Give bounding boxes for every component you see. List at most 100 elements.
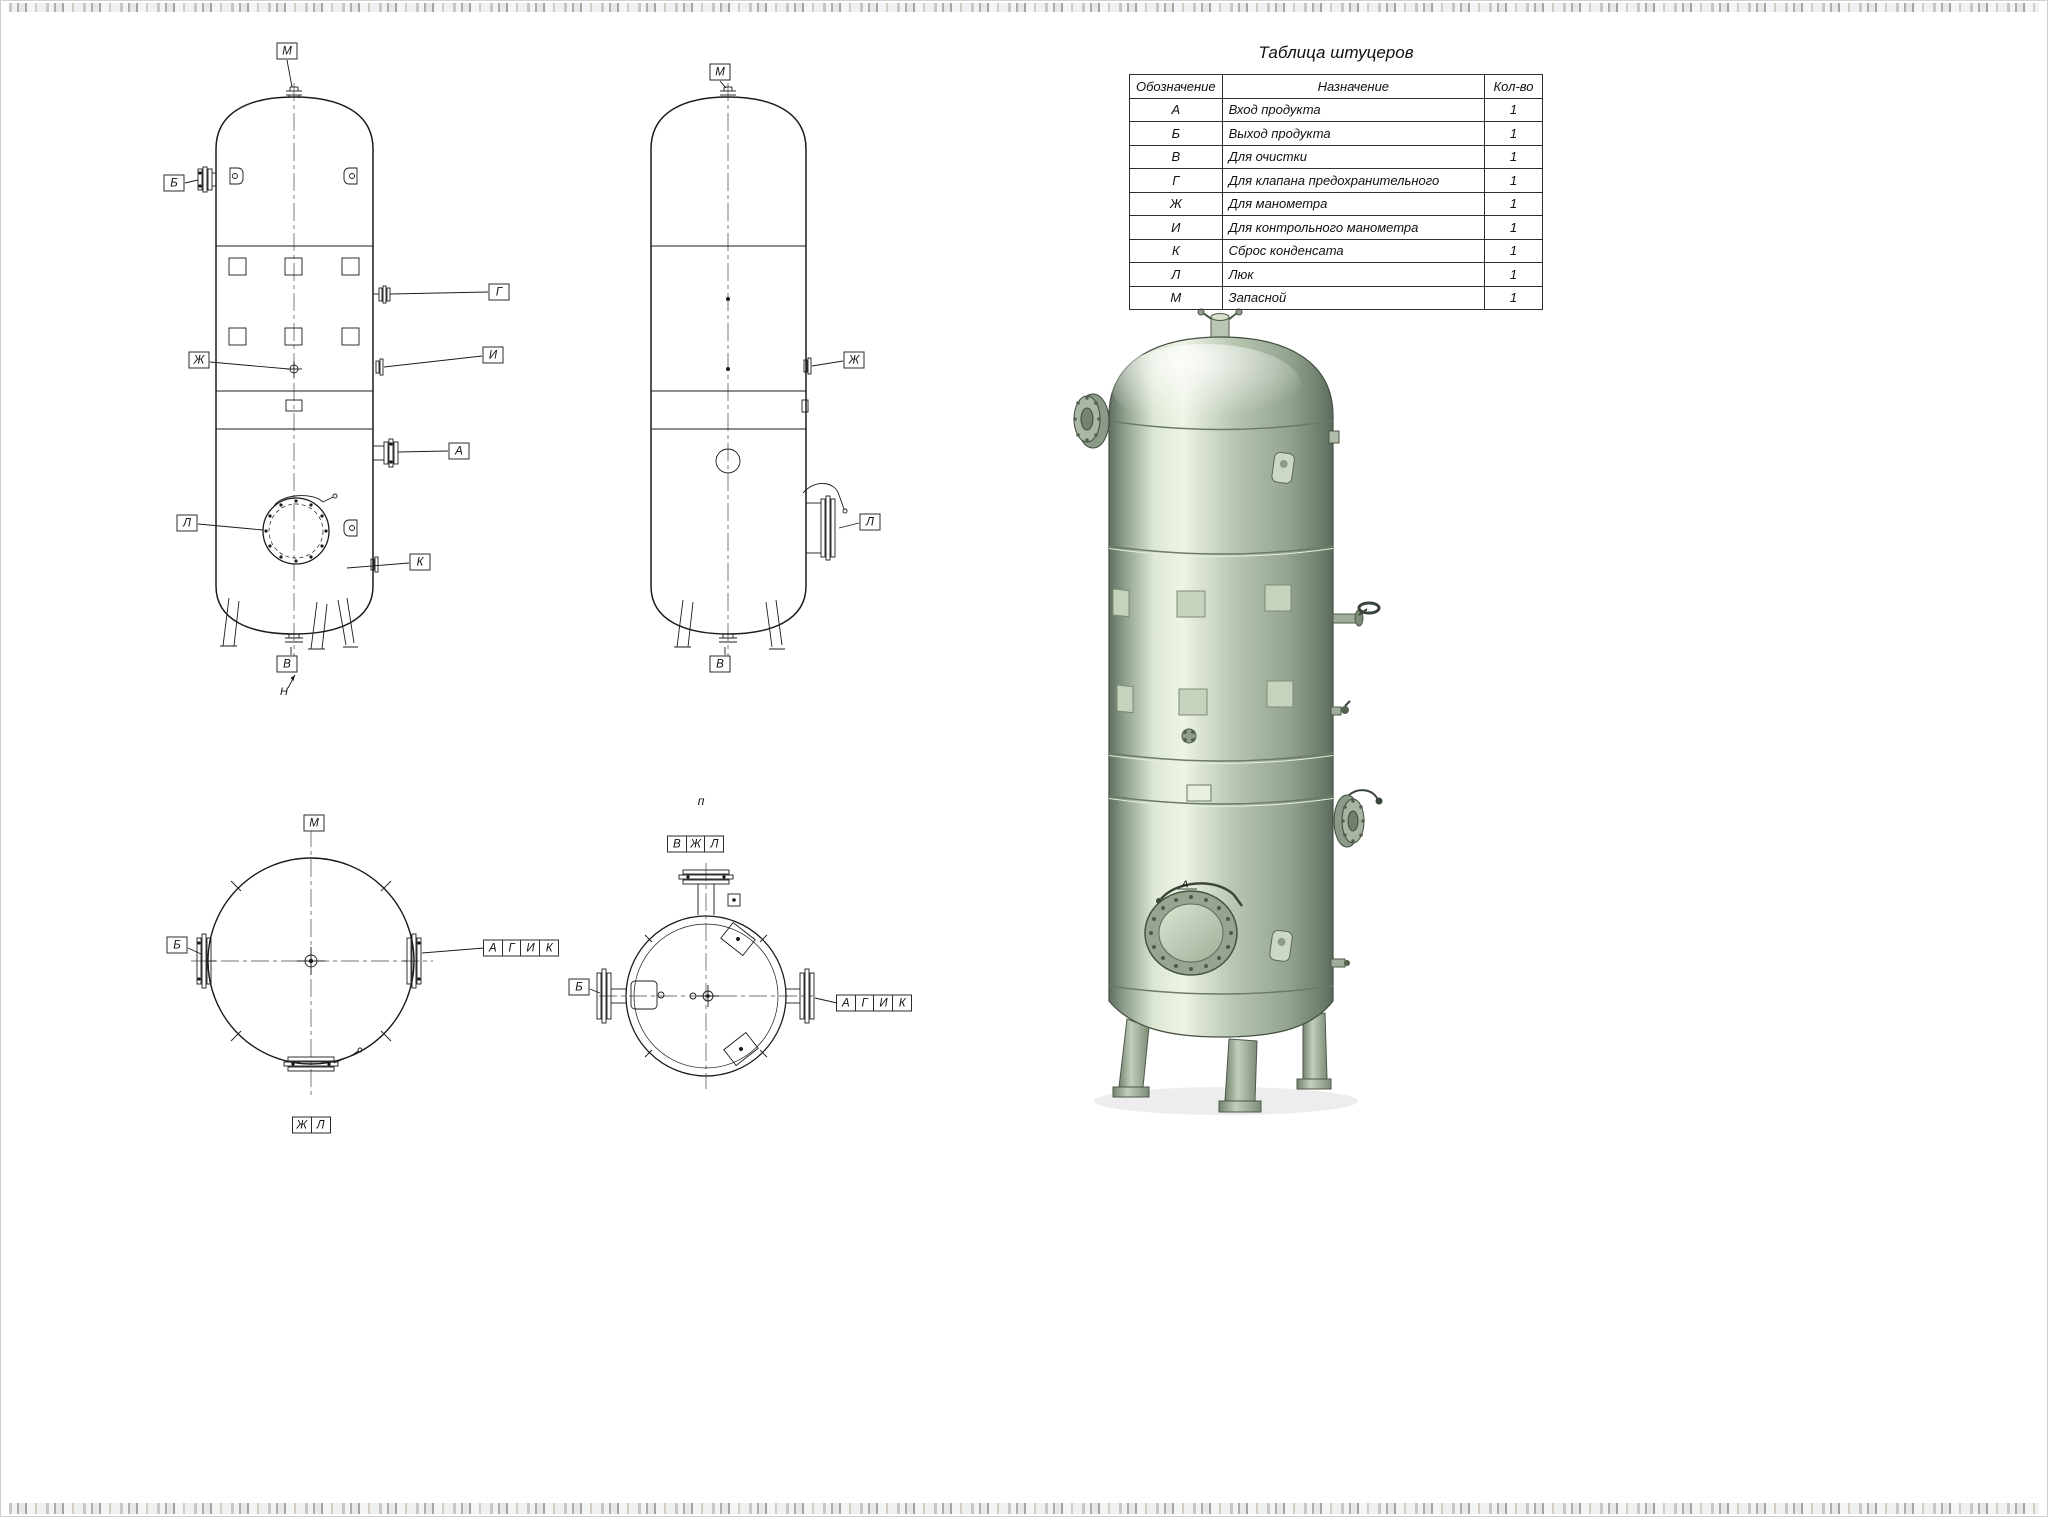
table-row: Б Выход продукта 1 <box>1129 121 1543 146</box>
flange-b-plan-bottom <box>589 968 627 1024</box>
callout-plan-top-a: А <box>482 939 503 957</box>
callout-front-b: Б <box>163 174 185 192</box>
gauge-fitting-3d <box>1181 728 1197 744</box>
cell-qty: 1 <box>1484 121 1543 146</box>
flange-agik-plan-top <box>403 933 485 989</box>
center-nozzle-plan-top <box>297 947 325 975</box>
callout-plan-top-m: М <box>303 814 325 832</box>
manhole-3d <box>1144 882 1244 976</box>
cell-purpose: Для контрольного манометра <box>1221 215 1486 240</box>
fitting-k-front <box>346 556 410 573</box>
scan-artifact-strip-top <box>9 3 2039 12</box>
cell-designation: Л <box>1129 262 1223 287</box>
table-row: В Для очистки 1 <box>1129 144 1543 169</box>
cell-designation: К <box>1129 238 1223 263</box>
callout-plan-bottom-g: Г <box>854 994 875 1012</box>
callout-side-zh: Ж <box>843 351 865 369</box>
cell-purpose: Люк <box>1221 262 1486 287</box>
callout-plan-bottom-i: И <box>873 994 894 1012</box>
height-mark-label: Н <box>280 686 288 698</box>
flange-zhl-plan-top <box>283 1047 363 1072</box>
nozzle-b-front <box>197 166 216 193</box>
fitting-zh-front <box>209 361 302 377</box>
callout-group-plan-top-agik: А Г И К <box>482 939 560 957</box>
table-row: Г Для клапана предохранительного 1 <box>1129 168 1543 193</box>
front-view-legs <box>220 597 358 650</box>
cell-qty: 1 <box>1484 215 1543 240</box>
side-valve-3d <box>1332 601 1381 627</box>
callout-plan-top-i: И <box>520 939 541 957</box>
nameplate-bracket <box>285 399 303 412</box>
table-row: Л Люк 1 <box>1129 262 1543 287</box>
callout-plan-bottom-a: А <box>835 994 856 1012</box>
plan-view-bottom-drawing <box>589 863 838 1089</box>
cell-purpose: Запасной <box>1221 285 1486 310</box>
cell-designation: И <box>1129 215 1223 240</box>
cell-designation: М <box>1129 285 1223 310</box>
nozzle-l-3d <box>1333 789 1383 848</box>
callout-plan-top-zh: Ж <box>291 1116 312 1134</box>
front-view-drawing <box>184 59 489 689</box>
cell-qty: 1 <box>1484 97 1543 122</box>
cell-designation: Ж <box>1129 191 1223 216</box>
side-view-drawing <box>650 80 860 657</box>
top-fitting-3d <box>1197 308 1243 340</box>
cell-designation: Б <box>1129 121 1223 146</box>
table-row: М Запасной 1 <box>1129 285 1543 310</box>
callout-plan-top-b: Б <box>166 936 188 954</box>
callout-plan-bottom-k: К <box>892 994 913 1012</box>
nozzle-table: Таблица штуцеров Обозначение Назначение … <box>1129 43 1543 310</box>
plan-view-top-drawing <box>187 829 485 1095</box>
small-fitting-3d <box>1330 700 1351 716</box>
view-designation-label: п <box>697 794 705 808</box>
table-row: А Вход продукта 1 <box>1129 97 1543 122</box>
render-nozzle-a-label: А <box>1181 879 1189 891</box>
callout-plan-top-g: Г <box>501 939 522 957</box>
callout-front-v: В <box>276 655 298 673</box>
flange-agik-plan-bottom <box>785 968 838 1024</box>
callout-plan-top-l: Л <box>310 1116 331 1134</box>
table-header-designation: Обозначение <box>1129 74 1223 99</box>
nozzle-a-front <box>373 438 449 468</box>
callout-group-plan-top-zhl: Ж Л <box>291 1116 331 1134</box>
callout-front-k: К <box>409 553 431 571</box>
manhole-side <box>802 483 860 561</box>
table-row: Ж Для манометра 1 <box>1129 191 1543 216</box>
center-fitting-plan-bottom <box>689 985 719 1007</box>
scan-artifact-strip-bottom <box>9 1503 2039 1514</box>
callout-plan-bottom-v: В <box>666 835 687 853</box>
vessel-3d-render <box>1073 308 1383 1115</box>
nozzle-table-title: Таблица штуцеров <box>1258 43 1414 62</box>
table-header-row: Обозначение Назначение Кол-во <box>1129 74 1543 99</box>
callout-plan-bottom-zh: Ж <box>685 835 706 853</box>
callout-group-plan-bottom-agik: А Г И К <box>835 994 913 1012</box>
cell-purpose: Для манометра <box>1221 191 1486 216</box>
table-row: К Сброс конденсата 1 <box>1129 238 1543 263</box>
nozzle-g-front <box>373 285 489 304</box>
callout-front-zh: Ж <box>188 351 210 369</box>
manhole-front <box>197 493 338 565</box>
callout-front-l: Л <box>176 514 198 532</box>
flange-vzhl-plan-bottom <box>678 869 741 915</box>
cell-purpose: Выход продукта <box>1221 121 1486 146</box>
callout-side-v: В <box>709 655 731 673</box>
table-header-purpose: Назначение <box>1221 74 1486 99</box>
callout-group-plan-bottom-vzhl: В Ж Л <box>666 835 725 853</box>
cell-purpose: Для клапана предохранительного <box>1221 168 1486 193</box>
flange-b-plan-top <box>187 933 216 989</box>
cell-qty: 1 <box>1484 144 1543 169</box>
cell-designation: В <box>1129 144 1223 169</box>
callout-front-g: Г <box>488 283 510 301</box>
cell-qty: 1 <box>1484 191 1543 216</box>
callout-plan-bottom-l: Л <box>704 835 725 853</box>
callout-front-m: М <box>276 42 298 60</box>
fitting-zh-side <box>803 357 844 375</box>
callout-front-i: И <box>482 346 504 364</box>
cell-designation: Г <box>1129 168 1223 193</box>
callout-plan-bottom-b: Б <box>568 978 590 996</box>
cell-qty: 1 <box>1484 262 1543 287</box>
nozzle-m-front <box>286 86 302 98</box>
cell-designation: А <box>1129 97 1223 122</box>
